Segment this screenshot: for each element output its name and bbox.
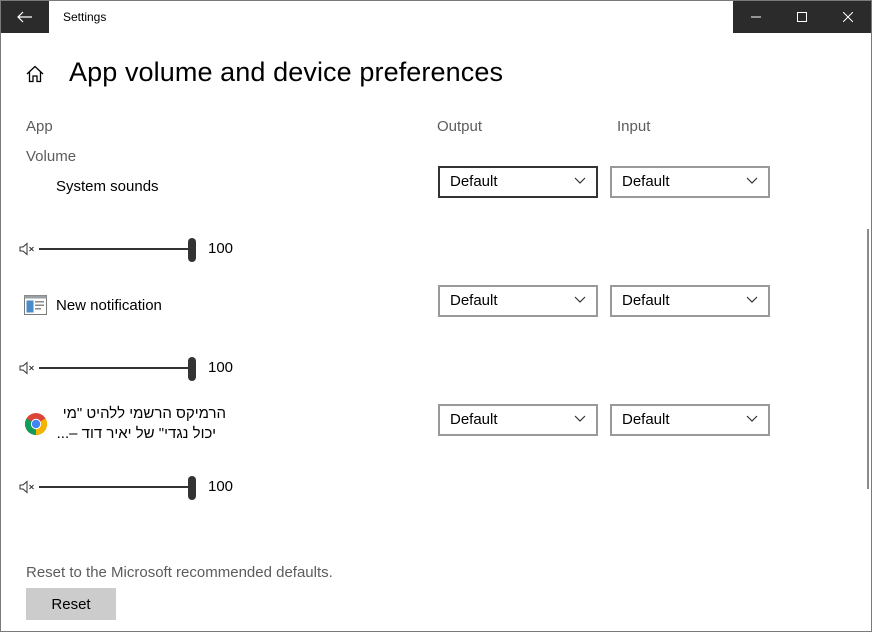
dropdown-value: Default: [450, 173, 498, 190]
output-dropdown-new-notification[interactable]: Default: [438, 285, 598, 317]
input-dropdown-system-sounds[interactable]: Default: [610, 166, 770, 198]
slider-track: [39, 486, 192, 488]
chevron-down-icon: [746, 296, 758, 303]
home-button[interactable]: [25, 64, 45, 84]
speaker-mute-icon: [19, 242, 34, 256]
dropdown-value: Default: [622, 292, 670, 309]
input-dropdown-new-notification[interactable]: Default: [610, 285, 770, 317]
column-header-output: Output: [437, 118, 483, 135]
scrollbar-thumb[interactable]: [867, 229, 869, 489]
maximize-button[interactable]: [779, 1, 825, 33]
close-icon: [843, 12, 853, 22]
reset-button[interactable]: Reset: [26, 588, 116, 620]
dropdown-value: Default: [622, 173, 670, 190]
back-arrow-icon: [17, 11, 32, 23]
page-title: App volume and device preferences: [69, 57, 504, 87]
chevron-down-icon: [746, 177, 758, 184]
slider-thumb[interactable]: [188, 476, 196, 500]
dropdown-value: Default: [450, 292, 498, 309]
app-name-system-sounds: System sounds: [56, 178, 159, 195]
window-controls: [733, 1, 871, 33]
slider-thumb[interactable]: [188, 238, 196, 262]
volume-value-new-notification: 100: [208, 359, 234, 376]
maximize-icon: [797, 12, 807, 22]
slider-track: [39, 248, 192, 250]
chevron-down-icon: [574, 296, 586, 303]
slider-track: [39, 367, 192, 369]
column-header-app: App: [26, 118, 53, 135]
speaker-mute-icon: [19, 361, 34, 375]
volume-value-system-sounds: 100: [208, 240, 234, 257]
slider-thumb[interactable]: [188, 357, 196, 381]
output-dropdown-system-sounds[interactable]: Default: [438, 166, 598, 198]
app-name-chrome-line2: יכול נגדי" של יאיר דוד –...: [56, 425, 216, 442]
chevron-down-icon: [574, 177, 586, 184]
minimize-button[interactable]: [733, 1, 779, 33]
close-button[interactable]: [825, 1, 871, 33]
column-header-input: Input: [617, 118, 651, 135]
app-name-chrome-line1: הרמיקס הרשמי ללהיט "מי: [62, 405, 226, 422]
mute-button-system-sounds[interactable]: [19, 242, 35, 256]
dropdown-value: Default: [622, 411, 670, 428]
reset-description: Reset to the Microsoft recommended defau…: [26, 564, 333, 581]
volume-value-chrome: 100: [208, 478, 234, 495]
output-dropdown-chrome[interactable]: Default: [438, 404, 598, 436]
dropdown-value: Default: [450, 411, 498, 428]
back-button[interactable]: [1, 1, 49, 33]
chevron-down-icon: [746, 415, 758, 422]
minimize-icon: [751, 16, 761, 18]
home-icon: [26, 65, 44, 83]
column-header-volume: Volume: [26, 148, 77, 165]
app-name-new-notification: New notification: [56, 297, 162, 314]
window-title: Settings: [63, 10, 107, 24]
mute-button-new-notification[interactable]: [19, 361, 35, 375]
mute-button-chrome[interactable]: [19, 480, 35, 494]
chevron-down-icon: [574, 415, 586, 422]
speaker-mute-icon: [19, 480, 34, 494]
title-bar: Settings: [1, 1, 871, 33]
notification-app-icon: [24, 295, 47, 320]
input-dropdown-chrome[interactable]: Default: [610, 404, 770, 436]
chrome-icon: [24, 412, 48, 441]
